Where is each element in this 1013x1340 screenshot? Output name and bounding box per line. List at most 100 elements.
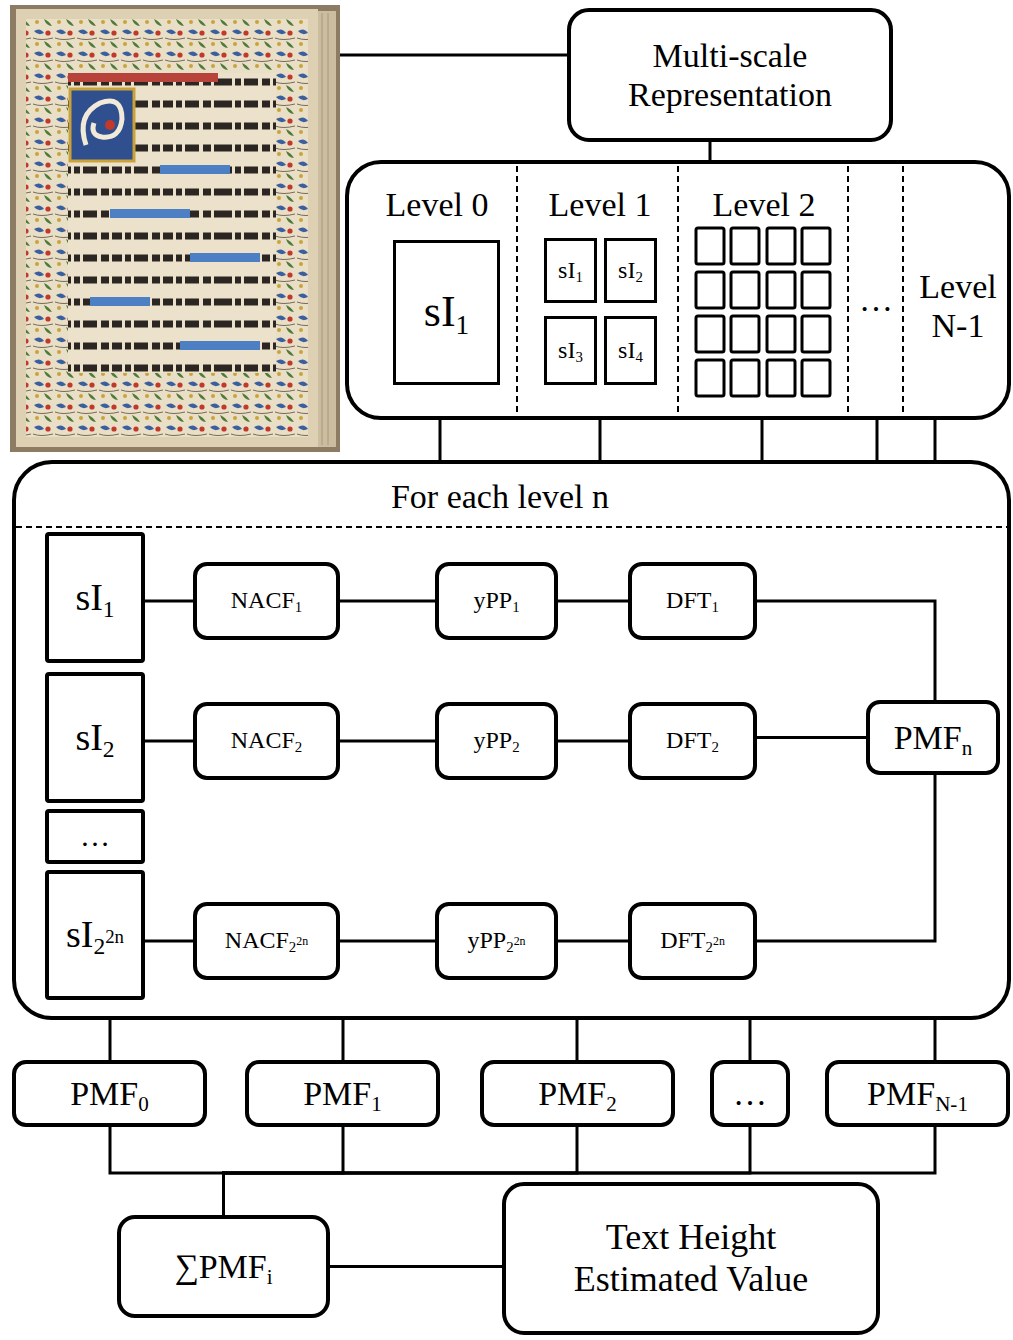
group-box: For each level nsI1NACF1yPP1DFT1sI2NACF2… <box>12 460 1011 1020</box>
subscript: 22n <box>289 939 308 955</box>
process-box: … <box>710 1060 790 1127</box>
box-label: PMF1 <box>303 1074 382 1113</box>
process-box: sI4 <box>604 316 657 385</box>
process-box: NACF2 <box>193 702 340 780</box>
connector <box>110 1127 224 1215</box>
image-link-line <box>340 54 567 57</box>
level-label: Level N-1 <box>906 267 1010 345</box>
process-box: yPP22n <box>435 902 558 980</box>
connector <box>709 142 712 160</box>
box-label: PMFn <box>894 718 973 757</box>
connector <box>576 1020 579 1060</box>
connector <box>761 420 764 460</box>
process-box: sI3 <box>544 316 597 385</box>
subscript: 1 <box>575 269 582 285</box>
process-box: Multi-scale Representation <box>567 8 893 142</box>
process-box: DFT22n <box>628 902 757 980</box>
subscript: 2 <box>512 739 519 755</box>
subscript: 4 <box>635 349 642 365</box>
manuscript-illustration <box>10 5 340 452</box>
subscript: 0 <box>138 1092 149 1116</box>
connector <box>340 940 435 943</box>
blue-band <box>160 165 230 174</box>
group-box: Level 0 Level 1 Level 2 … Level N-1 sI1 sI1 sI2… <box>345 160 1011 420</box>
box-label: yPP1 <box>473 587 519 615</box>
process-box: PMFn <box>866 700 1000 775</box>
level-label: … <box>859 280 893 319</box>
box-label: yPP2 <box>473 727 519 755</box>
connector <box>934 420 937 460</box>
subscript: 2 <box>606 1092 617 1116</box>
subscript: 1 <box>103 595 115 621</box>
connector <box>757 775 935 941</box>
process-box: DFT1 <box>628 562 757 640</box>
connector <box>757 601 935 700</box>
superscript: 2n <box>514 934 526 948</box>
initial-letter <box>70 89 134 161</box>
superscript: 2n <box>296 934 308 948</box>
box-label: … <box>80 819 110 854</box>
subscript: 2 <box>711 739 718 755</box>
box-label: yPP22n <box>467 927 525 955</box>
level-label: For each level n <box>391 477 609 516</box>
box-label: sI1 <box>75 576 114 620</box>
connector <box>224 1127 344 1215</box>
connector <box>109 1020 112 1060</box>
initial-dot <box>105 120 115 130</box>
connector <box>145 740 193 743</box>
superscript: 2n <box>105 925 124 946</box>
connector <box>558 940 628 943</box>
process-box: PMF0 <box>12 1060 207 1127</box>
process-box: PMF2 <box>480 1060 675 1127</box>
box-label: ∑PMFi <box>174 1247 272 1286</box>
box-label: NACF2 <box>231 727 302 755</box>
box-label: DFT2 <box>666 727 719 755</box>
process-box: … <box>45 809 145 864</box>
connector <box>558 740 628 743</box>
box-label: sI1 <box>424 287 469 338</box>
subscript: 2 <box>295 739 302 755</box>
subscript: 1 <box>295 599 302 615</box>
connector <box>934 1020 937 1060</box>
connector <box>145 940 193 943</box>
connector <box>599 420 602 460</box>
connector <box>439 420 442 460</box>
connector <box>749 1020 752 1060</box>
process-box: PMF1 <box>245 1060 440 1127</box>
box-label: Text Height Estimated Value <box>546 1217 836 1300</box>
box-label: sI4 <box>618 337 643 365</box>
subscript: n <box>962 736 973 760</box>
subscript: N-1 <box>935 1092 968 1116</box>
subscript: 22n <box>706 939 725 955</box>
process-box: NACF1 <box>193 562 340 640</box>
subscript: 2 <box>103 735 115 761</box>
superscript: 2n <box>713 934 725 948</box>
box-label: DFT22n <box>660 927 725 955</box>
box-label: NACF22n <box>225 927 308 955</box>
connector <box>876 420 879 460</box>
subscript: 1 <box>512 599 519 615</box>
page <box>16 9 318 447</box>
subscript: 22n <box>93 933 124 959</box>
connector <box>558 600 628 603</box>
level-label: Level 2 <box>713 185 816 224</box>
box-label: sI2 <box>75 716 114 760</box>
box-label: sI2 <box>618 257 643 285</box>
blue-band <box>190 253 260 262</box>
subscript: 22n <box>506 939 525 955</box>
level-label: Level 1 <box>549 185 652 224</box>
box-label: sI3 <box>558 337 583 365</box>
connector <box>342 1020 345 1060</box>
connector <box>757 736 866 739</box>
level-label: Level 0 <box>386 185 489 224</box>
connector <box>145 600 193 603</box>
box-label: NACF1 <box>231 587 302 615</box>
box-label: sI22n <box>66 913 124 957</box>
process-box: NACF22n <box>193 902 340 980</box>
blue-band <box>180 341 260 350</box>
text-block <box>68 73 276 373</box>
process-box: yPP1 <box>435 562 558 640</box>
process-box: sI1 <box>544 238 597 303</box>
